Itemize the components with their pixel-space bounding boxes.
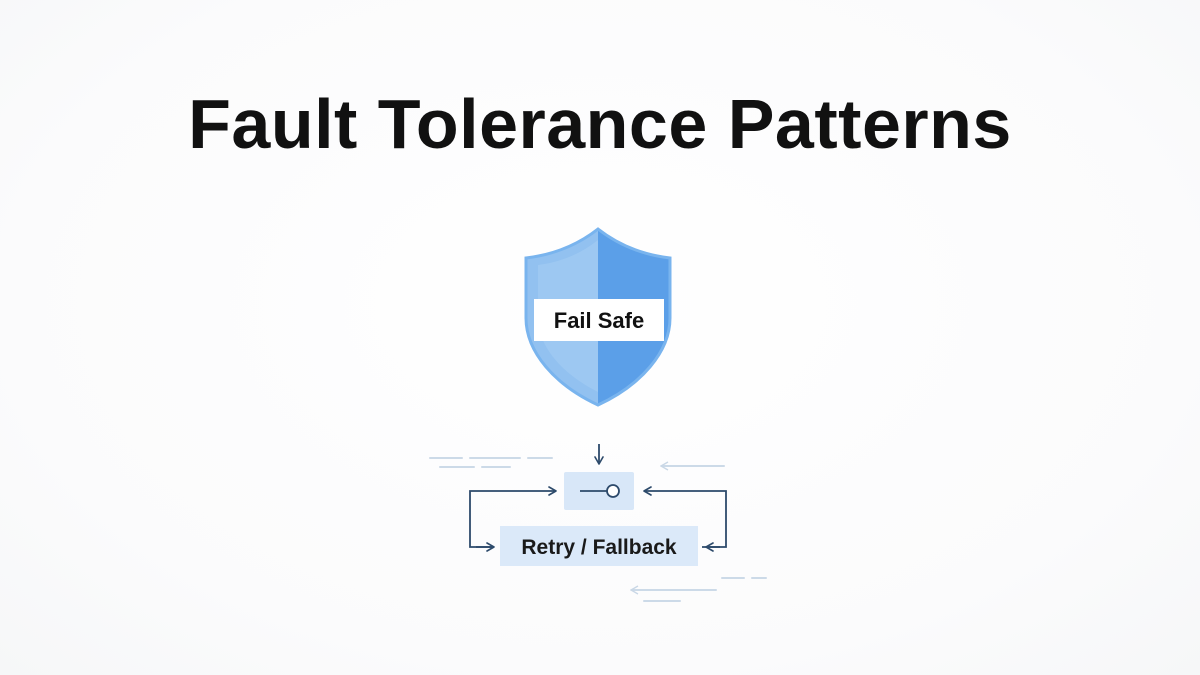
- shield-outline: [524, 227, 672, 407]
- motion-lines-left: [429, 457, 553, 468]
- retry-fallback-box: [500, 526, 698, 566]
- retry-fallback-label: Retry / Fallback: [521, 536, 677, 559]
- switch-icon: [580, 484, 620, 498]
- shield-label-band: [534, 299, 664, 341]
- shield-label: Fail Safe: [554, 308, 644, 333]
- motion-lines-bottom: [632, 577, 767, 602]
- page-title: Fault Tolerance Patterns: [188, 85, 1012, 163]
